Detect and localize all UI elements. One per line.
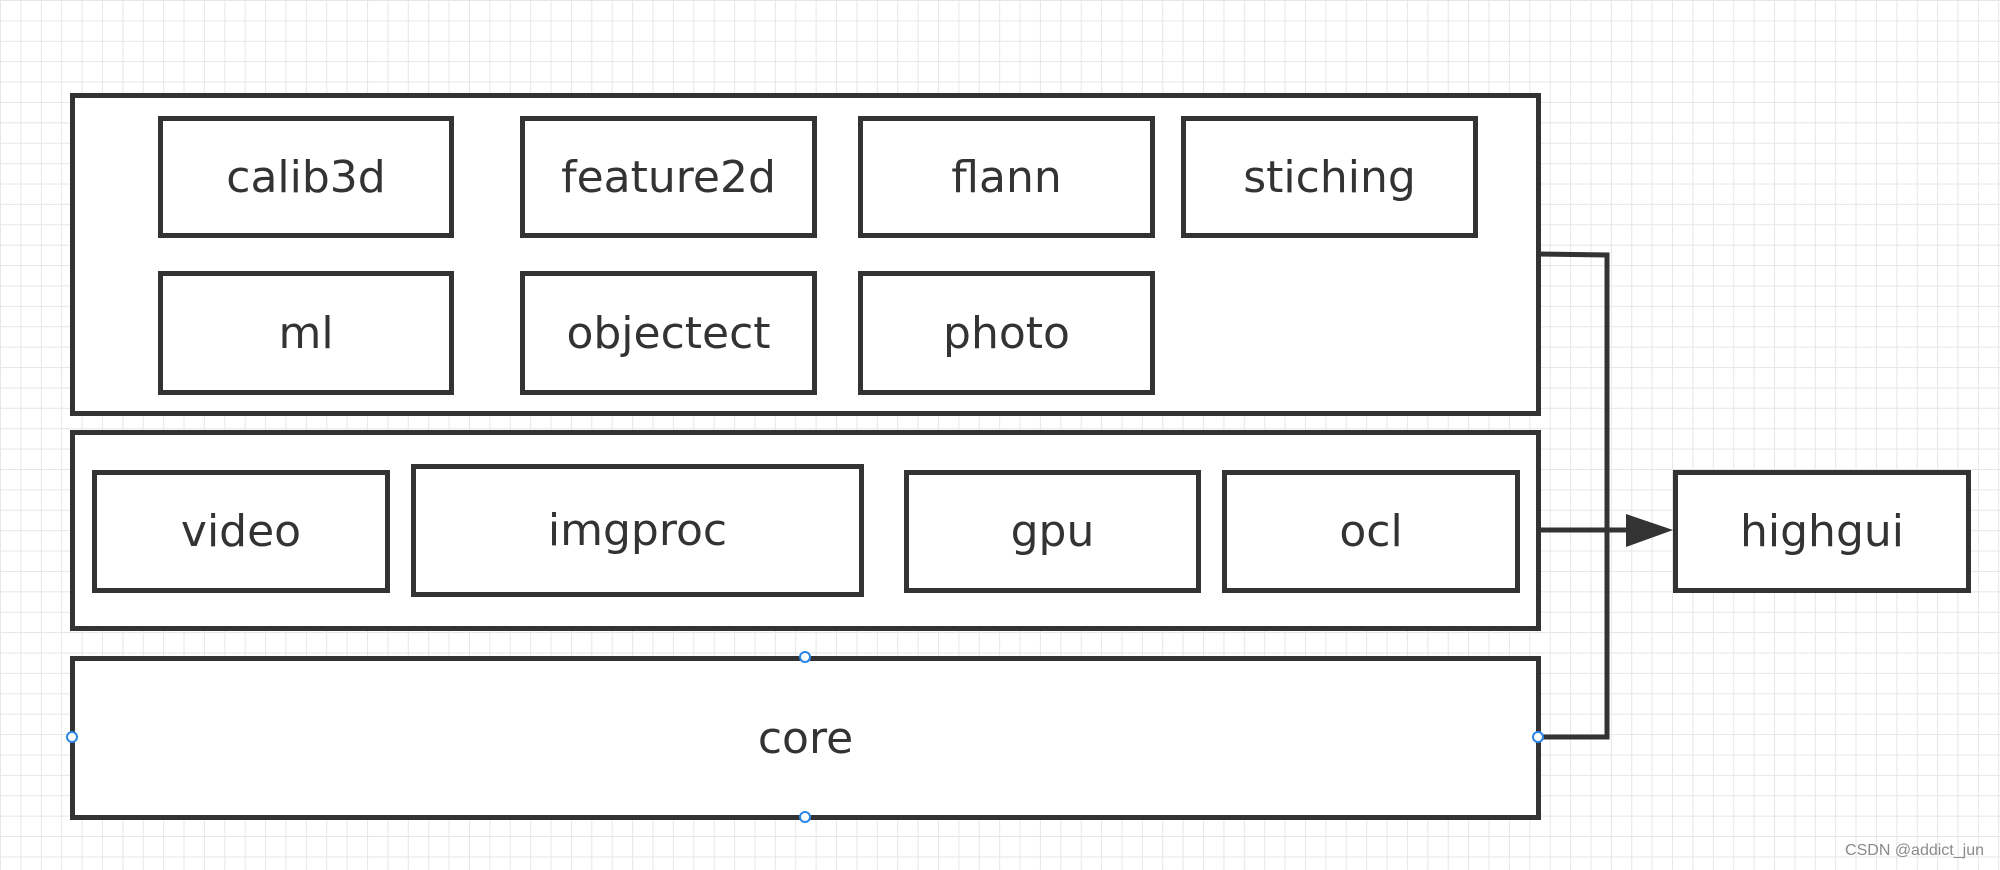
module-label: calib3d xyxy=(226,151,386,203)
module-label: video xyxy=(180,506,302,557)
module-flann[interactable]: flann xyxy=(858,116,1155,238)
connector-core xyxy=(1538,530,1610,740)
module-ml[interactable]: ml xyxy=(158,271,454,395)
connector-top-group xyxy=(1537,251,1610,530)
selection-handle-top[interactable] xyxy=(799,651,811,663)
module-label: gpu xyxy=(1010,506,1095,557)
module-label: ml xyxy=(278,307,334,359)
module-photo[interactable]: photo xyxy=(858,271,1155,395)
module-ocl[interactable]: ocl xyxy=(1222,470,1520,593)
module-core[interactable]: core xyxy=(70,656,1541,820)
selection-handle-bottom[interactable] xyxy=(799,811,811,823)
module-stiching[interactable]: stiching xyxy=(1181,116,1478,238)
module-label: feature2d xyxy=(561,151,776,203)
selection-handle-left[interactable] xyxy=(66,731,78,743)
module-gpu[interactable]: gpu xyxy=(904,470,1201,593)
module-video[interactable]: video xyxy=(92,470,390,593)
module-label: objectect xyxy=(566,307,771,359)
module-label: core xyxy=(757,712,854,764)
module-label: ocl xyxy=(1339,506,1403,557)
module-highgui[interactable]: highgui xyxy=(1673,470,1971,593)
watermark: CSDN @addict_jun xyxy=(1845,842,1984,859)
module-label: highgui xyxy=(1740,506,1904,557)
module-label: stiching xyxy=(1243,151,1416,203)
arrowhead-icon xyxy=(1626,514,1673,547)
module-label: photo xyxy=(943,307,1070,359)
module-objectect[interactable]: objectect xyxy=(520,271,817,395)
module-feature2d[interactable]: feature2d xyxy=(520,116,817,238)
module-label: flann xyxy=(951,151,1062,203)
module-calib3d[interactable]: calib3d xyxy=(158,116,454,238)
selection-handle-right[interactable] xyxy=(1532,731,1544,743)
module-imgproc[interactable]: imgproc xyxy=(411,464,864,597)
module-label: imgproc xyxy=(547,505,728,556)
